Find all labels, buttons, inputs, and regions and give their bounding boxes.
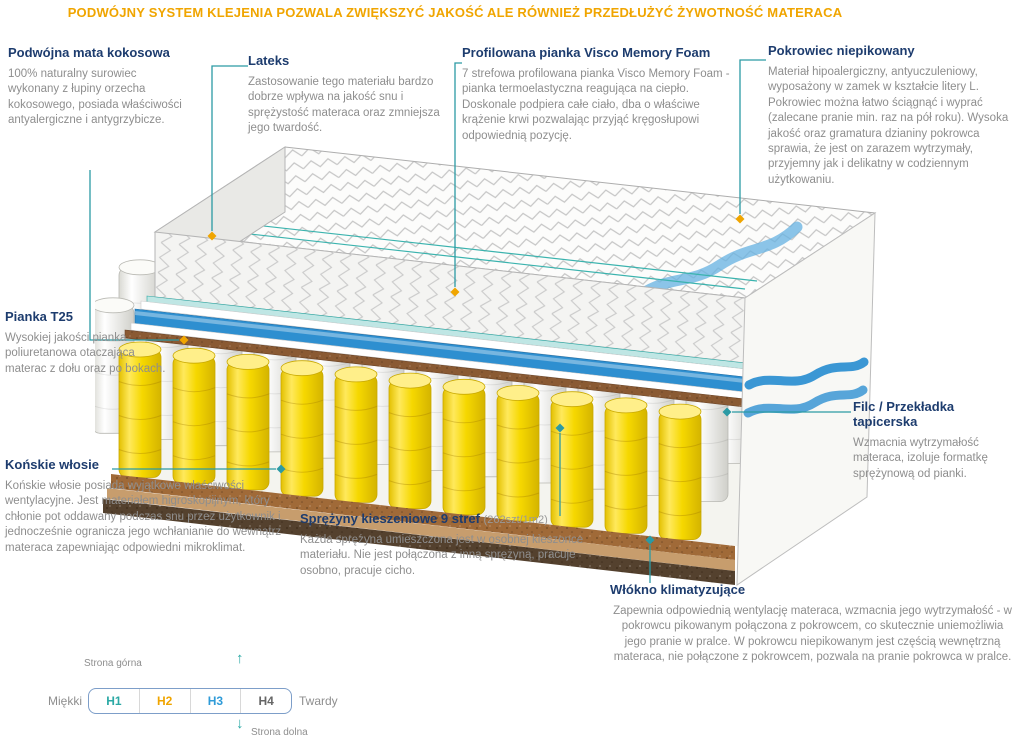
annotation-mata-kokosowa: Podwójna mata kokosowa 100% naturalny su…: [8, 45, 188, 129]
bottom-side-label: Strona dolna: [251, 727, 308, 738]
annotation-title: Lateks: [248, 53, 290, 68]
arrow-up-icon: ↑: [236, 650, 244, 667]
annotation-pokrowiec: Pokrowiec niepikowany Materiał hipoalerg…: [768, 43, 1013, 188]
cover-wave-2: [743, 385, 868, 418]
hard-label: Twardy: [299, 694, 338, 708]
hardness-scale: H1 H2 H3 H4: [88, 688, 292, 714]
annotation-title-main: Sprężyny kieszeniowe 9 stref: [300, 511, 480, 526]
annotation-title: Pokrowiec niepikowany: [768, 43, 915, 58]
hardness-h2: H2: [140, 689, 191, 713]
annotation-title: Podwójna mata kokosowa: [8, 45, 170, 60]
annotation-lateks: Lateks Zastosowanie tego materiału bardz…: [248, 53, 453, 137]
mattress-illustration: [95, 146, 877, 586]
annotation-title: Włókno klimatyzujące: [610, 582, 746, 597]
side-cover: [736, 212, 876, 586]
top-blue-fiber-band: [634, 221, 803, 301]
annotation-pianka-t25: Pianka T25 Wysokiej jakości pianka poliu…: [5, 309, 170, 377]
arrow-down-icon: ↓: [236, 715, 244, 732]
cover-side-face: [736, 212, 876, 586]
annotation-body: 7 strefowa profilowana pianka Visco Memo…: [462, 67, 730, 142]
annotation-filc: Filc / Przekładka tapicerska Wzmacnia wy…: [853, 399, 1015, 482]
hardness-h1: H1: [89, 689, 140, 713]
annotation-body: Materiał hipoalergiczny, antyuczuleniowy…: [768, 65, 1009, 186]
annotation-konskie-wlosie: Końskie włosie Końskie włosie posiada wy…: [5, 457, 295, 556]
top-side-label: Strona górna: [84, 658, 142, 669]
annotation-body: Każda sprężyna umieszczona jest w osobne…: [300, 533, 584, 577]
base-layers: [103, 474, 735, 585]
annotation-visco: Profilowana pianka Visco Memory Foam 7 s…: [462, 45, 742, 144]
annotation-wlokno: Włókno klimatyzujące Zapewnia odpowiedni…: [610, 582, 1015, 666]
annotation-title-suffix: (262szt/1m2): [483, 514, 548, 526]
annotation-title: Filc / Przekładka tapicerska: [853, 399, 955, 429]
annotation-title: Końskie włosie: [5, 457, 99, 472]
annotation-body: Zapewnia odpowiednią wentylację materaca…: [613, 604, 1012, 664]
annotation-title: Profilowana pianka Visco Memory Foam: [462, 45, 711, 60]
hardness-h4: H4: [258, 694, 274, 708]
annotation-title: Pianka T25: [5, 309, 73, 324]
annotation-body: Wzmacnia wytrzymałość materaca, izoluje …: [853, 436, 988, 480]
annotation-body: Końskie włosie posiada wyjątkowe właściw…: [5, 479, 282, 554]
annotation-body: Zastosowanie tego materiału bardzo dobrz…: [248, 75, 440, 135]
soft-label: Miękki: [48, 694, 83, 708]
top-banner: PODWÓJNY SYSTEM KLEJENIA POZWALA ZWIĘKSZ…: [67, 5, 843, 20]
annotation-title: Sprężyny kieszeniowe 9 stref (262szt/1m2…: [300, 511, 595, 527]
annotation-body: Wysokiej jakości pianka poliuretanowa ot…: [5, 331, 166, 375]
inner-thin-layers: [124, 295, 746, 408]
annotation-sprezyny: Sprężyny kieszeniowe 9 stref (262szt/1m2…: [300, 511, 595, 579]
hardness-h3: H3: [191, 689, 242, 713]
cover-wave-1: [744, 357, 869, 390]
tan-base-layer: [107, 488, 735, 571]
annotation-body: 100% naturalny surowiec wykonany z łupin…: [8, 67, 182, 127]
